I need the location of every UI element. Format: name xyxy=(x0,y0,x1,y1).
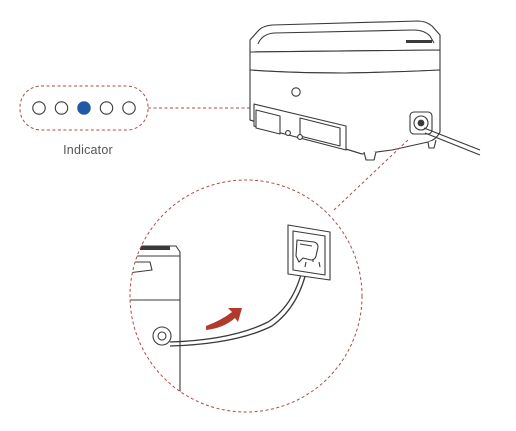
device-lid xyxy=(249,20,441,53)
device-unit xyxy=(249,20,481,161)
indicator-dot xyxy=(99,101,114,115)
lid-rim xyxy=(257,29,435,45)
device-panel-right xyxy=(299,117,341,147)
indicator-label: Indicator xyxy=(63,143,113,157)
indicator-panel xyxy=(19,85,149,131)
device-screw-2 xyxy=(297,134,303,140)
device-foot xyxy=(363,151,377,161)
device-cable xyxy=(423,127,481,151)
device-logo-mark xyxy=(406,40,432,43)
indicator-dot xyxy=(32,101,46,115)
indicator-dot xyxy=(122,101,136,115)
direction-arrow-icon xyxy=(206,308,242,330)
zoom-callout-outline xyxy=(129,179,363,413)
device-panel-left xyxy=(255,109,281,135)
zoom-detail xyxy=(129,179,363,413)
indicator-dot xyxy=(54,101,69,115)
device-upper-body xyxy=(249,49,441,74)
zoomed-cable xyxy=(169,261,305,343)
device-foot-2 xyxy=(427,139,437,149)
plug-icon xyxy=(295,239,319,263)
device-cable-edge xyxy=(424,132,481,156)
zoom-leader-line xyxy=(333,139,409,211)
indicator-dots xyxy=(32,101,136,115)
indicator-dot-active xyxy=(77,101,91,115)
zoomed-device xyxy=(130,245,181,412)
device-status-light xyxy=(291,87,301,97)
power-port-icon xyxy=(409,111,433,135)
device-screw-1 xyxy=(285,130,291,136)
zoomed-cable-edge xyxy=(169,263,309,347)
